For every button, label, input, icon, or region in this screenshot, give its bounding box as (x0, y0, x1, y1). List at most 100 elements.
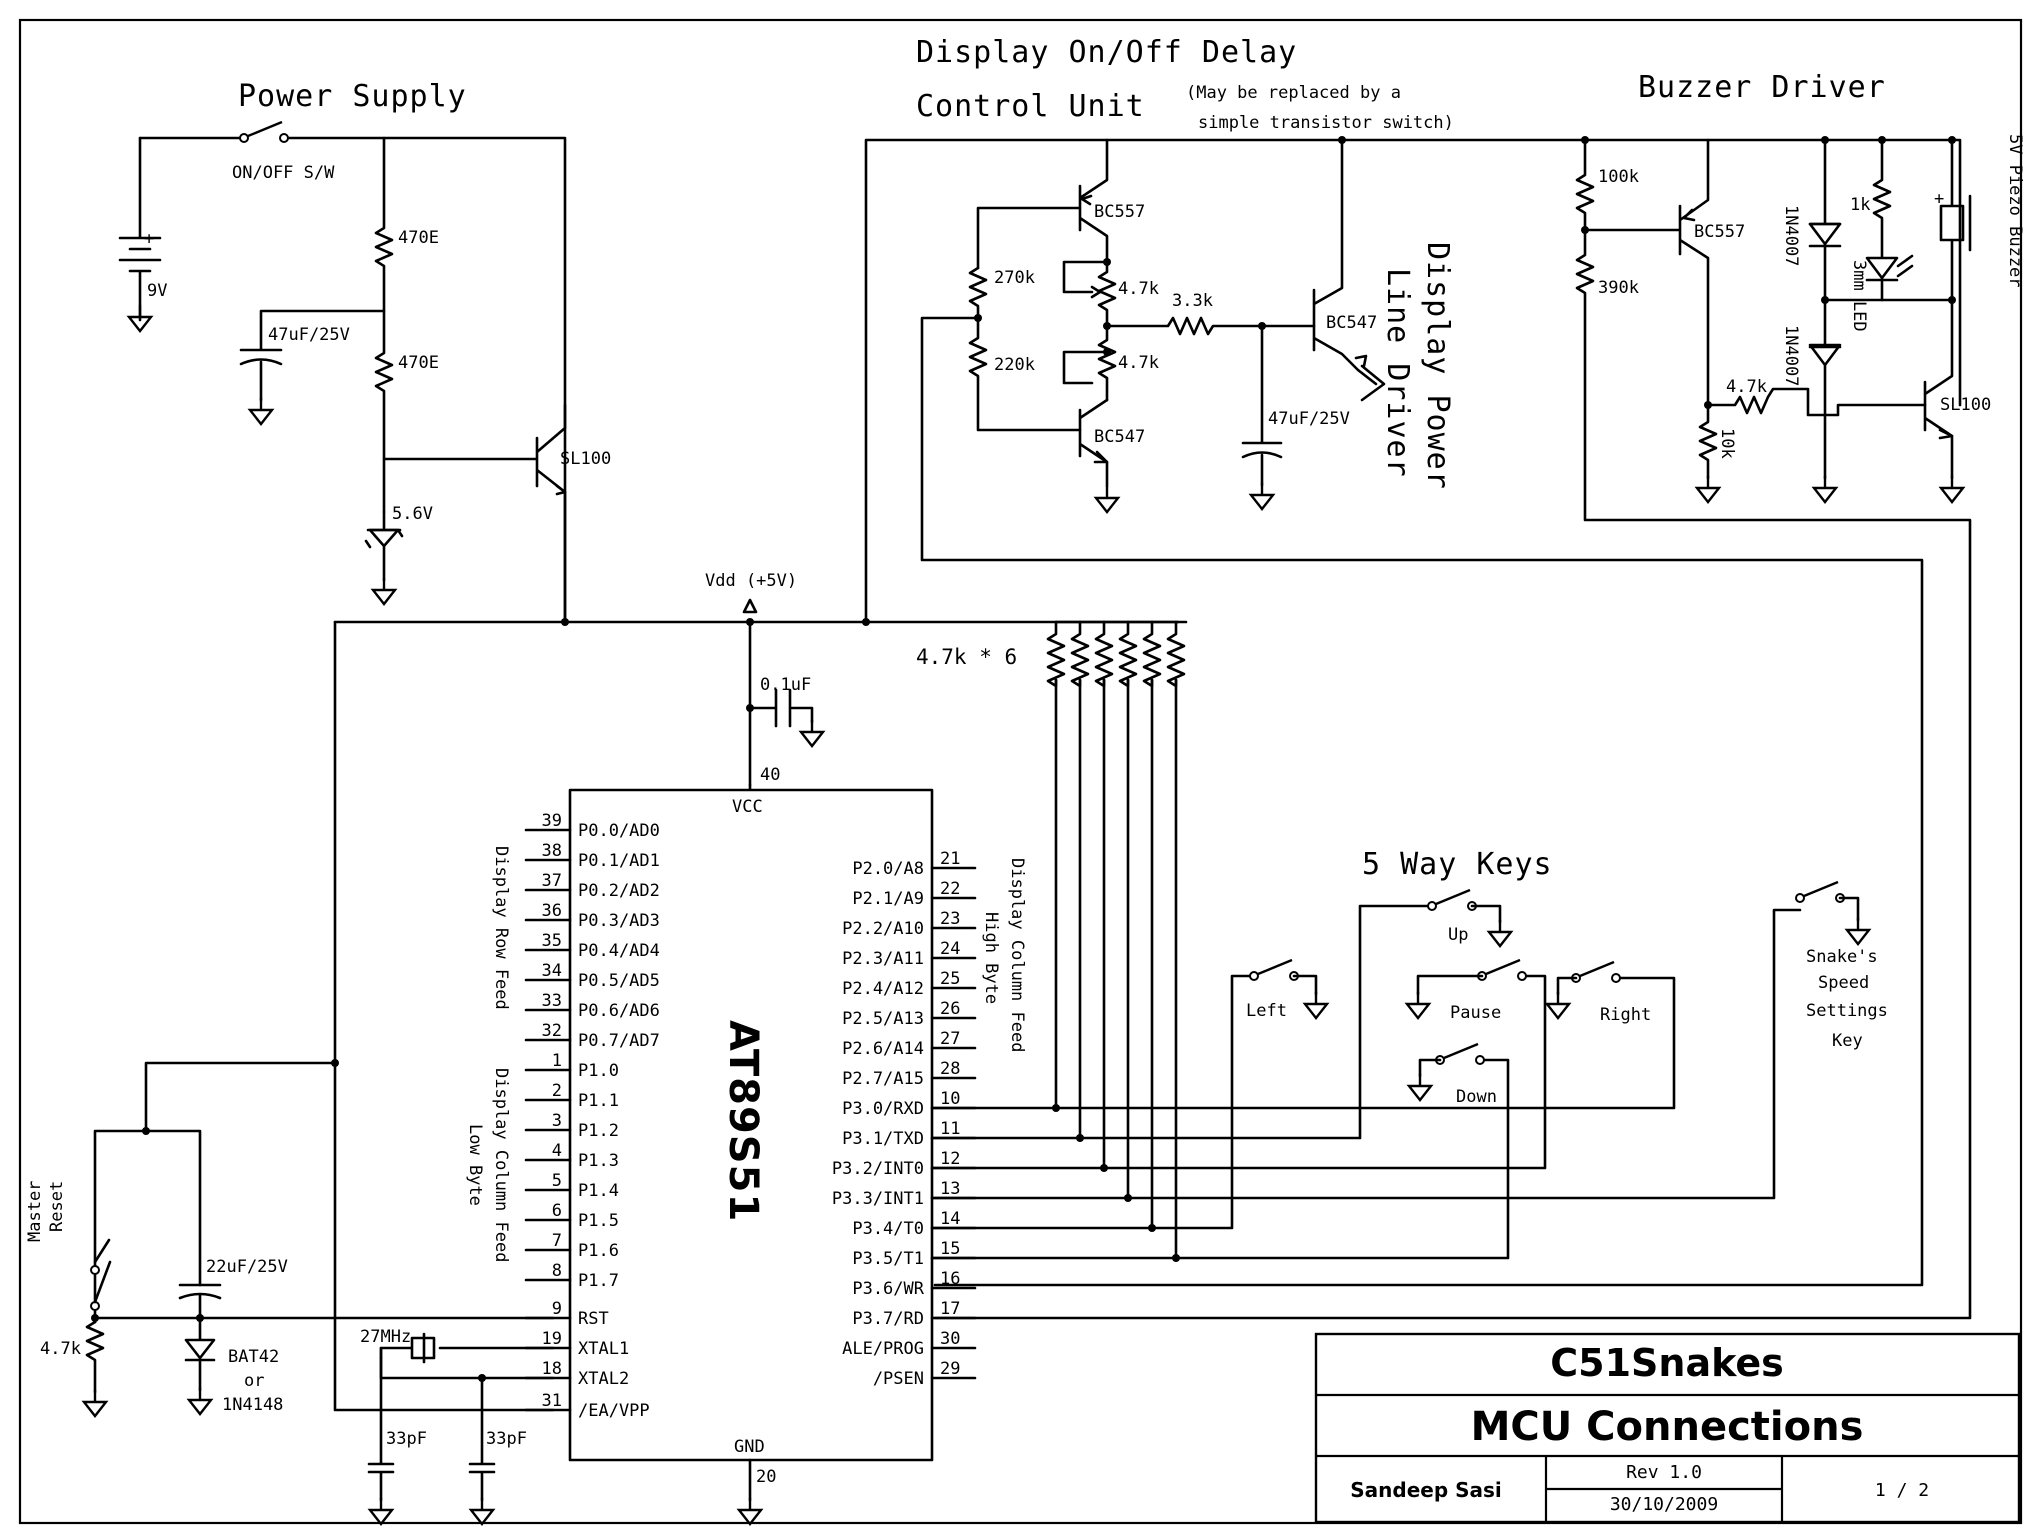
pin-name: P0.6/AD6 (578, 1001, 660, 1021)
col-low-label-1: Display Column Feed (491, 1068, 511, 1262)
svg-text:+: + (144, 229, 154, 249)
q-sl100-label: SL100 (560, 449, 611, 469)
pin-name: P2.6/A14 (842, 1039, 924, 1059)
pin-name: P2.7/A15 (842, 1069, 924, 1089)
q-sl100-buzzer-label: SL100 (1940, 395, 1991, 415)
pin-number: 37 (542, 871, 562, 891)
pin-number: 14 (940, 1209, 960, 1229)
pin-number: 32 (542, 1021, 562, 1041)
c-33pf-1-label: 33pF (386, 1429, 427, 1449)
pin-number: 21 (940, 849, 960, 869)
power-supply-section: ON/OFF S/W + 9V 470E 470E 47uF/25V 5.6V … (118, 120, 611, 624)
pin-number: 17 (940, 1299, 960, 1319)
replace-note-1: (May be replaced by a (1186, 83, 1401, 103)
key-down-label: Down (1456, 1087, 1497, 1107)
pullup-resistor (1142, 620, 1162, 688)
pin-name: /EA/VPP (578, 1401, 650, 1421)
r-270k-label: 270k (994, 268, 1035, 288)
pullup-resistor (1166, 620, 1186, 688)
pin-number: 3 (552, 1111, 562, 1131)
reset-label-2: Reset (47, 1181, 67, 1232)
r-100k-label: 100k (1598, 167, 1639, 187)
reset-section: Master Reset 4.7k 22uF/25V BAT42 or 1N41… (25, 1061, 555, 1418)
diode-1n4148-label: 1N4148 (222, 1395, 283, 1415)
mcu-pin-29: 29/PSEN (873, 1359, 977, 1389)
pin-number: 16 (940, 1269, 960, 1289)
pin-number: 22 (940, 879, 960, 899)
pin-name: P1.5 (578, 1211, 619, 1231)
pin-number: 33 (542, 991, 562, 1011)
sheet-title: MCU Connections (1471, 1404, 1864, 1450)
pin-number: 19 (542, 1329, 562, 1349)
cap-0-1uf-label: 0.1uF (760, 675, 811, 695)
r-390k-label: 390k (1598, 278, 1639, 298)
heading-display-power-1: Display Power (1420, 242, 1455, 490)
pin-name: P1.7 (578, 1271, 619, 1291)
pin-name: P3.7/RD (852, 1309, 924, 1329)
key-speed-label-2: Speed (1818, 973, 1869, 993)
pin-number: 27 (940, 1029, 960, 1049)
cap-delay-label: 47uF/25V (1268, 409, 1350, 429)
title-block: C51Snakes MCU Connections Sandeep Sasi R… (1314, 1332, 2021, 1524)
col-high-label-2: High Byte (981, 912, 1001, 1004)
pin-name: P0.3/AD3 (578, 911, 660, 931)
pin-name: P1.3 (578, 1151, 619, 1171)
svg-text:+: + (1934, 189, 1944, 209)
key-left-label: Left (1246, 1001, 1287, 1021)
pin-number: 6 (552, 1201, 562, 1221)
reset-resistor-label: 4.7k (40, 1339, 81, 1359)
five-way-keys-section: Right Up Pause Snake's Speed Settings Ke… (930, 678, 1888, 1262)
pin-number: 28 (940, 1059, 960, 1079)
pin-name: P0.1/AD1 (578, 851, 660, 871)
heading-display-delay-1: Display On/Off Delay (916, 35, 1297, 70)
revision: Rev 1.0 (1626, 1462, 1702, 1483)
pin-name: P3.5/T1 (852, 1249, 924, 1269)
heading-buzzer-driver: Buzzer Driver (1638, 70, 1886, 105)
row-feed-label: Display Row Feed (491, 846, 511, 1010)
pin-number: 1 (552, 1051, 562, 1071)
pin-number: 4 (552, 1141, 562, 1161)
pin-name: P2.1/A9 (852, 889, 924, 909)
r-4-7k-base-label: 4.7k (1726, 377, 1767, 397)
vcc-pin-number: 40 (760, 765, 780, 785)
gnd-pin-number: 20 (756, 1467, 776, 1487)
r-470e-top-label: 470E (398, 228, 439, 248)
q-bc557-top-label: BC557 (1094, 202, 1145, 222)
pin-name: P1.0 (578, 1061, 619, 1081)
pin-number: 2 (552, 1081, 562, 1101)
project-name: C51Snakes (1550, 1341, 1783, 1385)
pin-name: P1.4 (578, 1181, 619, 1201)
author: Sandeep Sasi (1350, 1478, 1502, 1502)
heading-display-delay-2: Control Unit (916, 89, 1145, 124)
pin-name: P3.4/T0 (852, 1219, 924, 1239)
pin-number: 38 (542, 841, 562, 861)
col-low-label-2: Low Byte (465, 1124, 485, 1206)
pin-number: 9 (552, 1299, 562, 1319)
buzzer-label: 5V Piezo Buzzer (2005, 134, 2025, 288)
diode-or-label: or (244, 1371, 264, 1391)
pin-name: P1.2 (578, 1121, 619, 1141)
r-220k-label: 220k (994, 355, 1035, 375)
r-3-3k-label: 3.3k (1172, 291, 1213, 311)
pin-name: P3.1/TXD (842, 1129, 924, 1149)
r-470e-bottom-label: 470E (398, 353, 439, 373)
vdd-rail: Vdd (+5V) 0.1uF 4.7k * 6 (331, 571, 1180, 1412)
pin-name: ALE/PROG (842, 1339, 924, 1359)
